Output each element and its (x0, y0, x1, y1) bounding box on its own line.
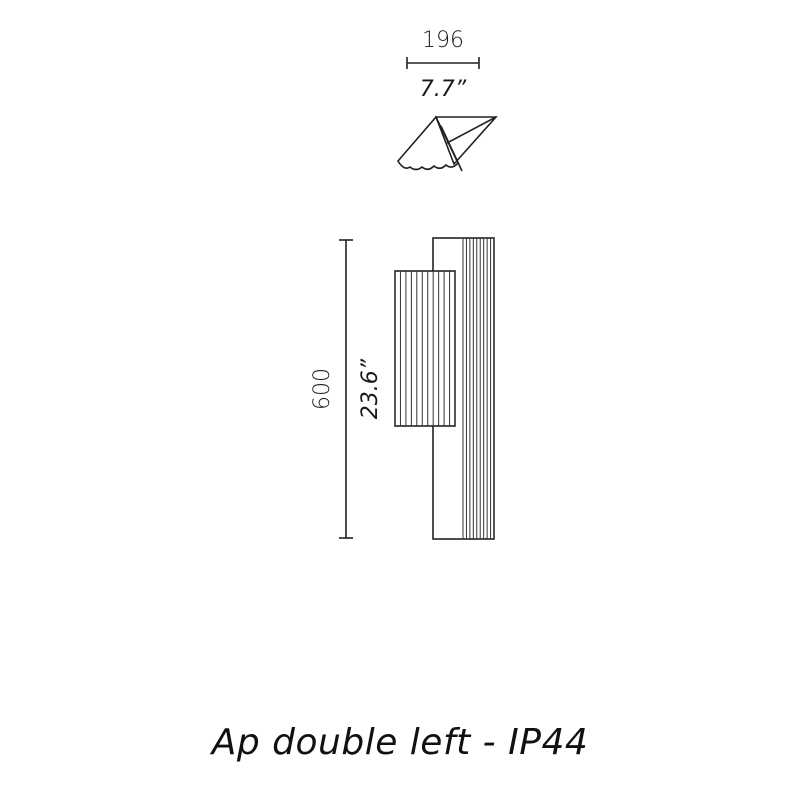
product-caption: Ap double left - IP44 (211, 722, 589, 763)
elevation-view (394, 237, 495, 540)
height-in-label: 23.6” (358, 358, 383, 419)
height-mm-label: 600 (310, 368, 335, 410)
width-in-label: 7.7” (420, 77, 467, 102)
width-dimension: 196 7.7” (406, 28, 480, 102)
ribbed-column (462, 238, 495, 539)
height-dimension: 600 23.6” (310, 239, 383, 539)
ribbed-shade (394, 271, 456, 426)
width-mm-label: 196 (422, 28, 464, 53)
plan-view (397, 115, 498, 172)
